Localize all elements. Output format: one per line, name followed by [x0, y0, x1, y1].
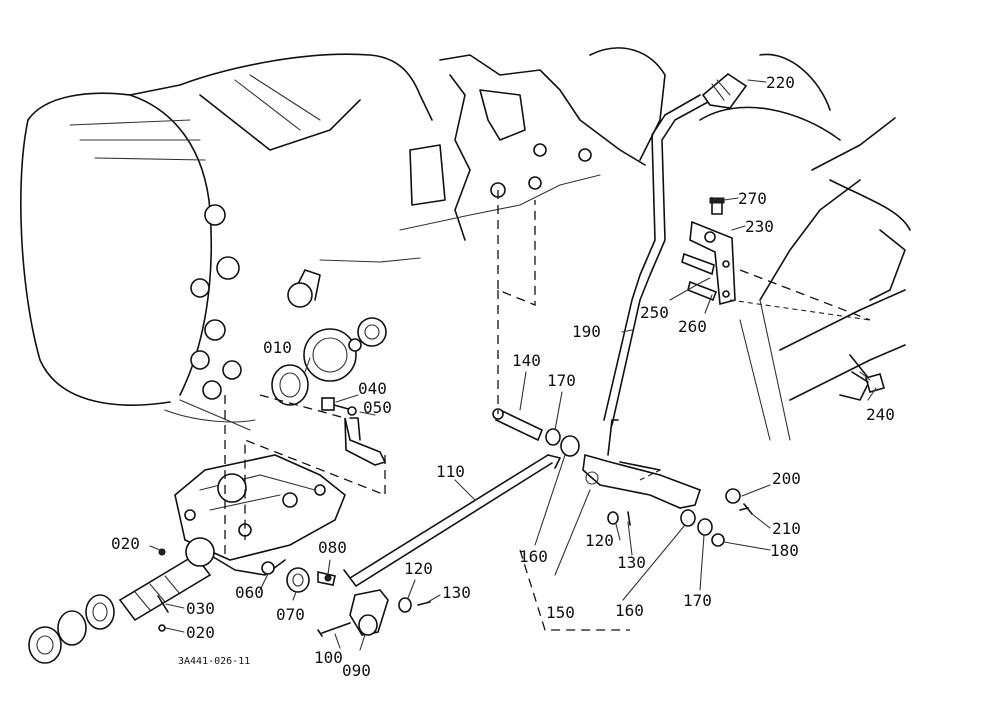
- label-050: 050: [363, 398, 392, 417]
- label-180: 180: [770, 541, 799, 560]
- label-130-left: 130: [442, 583, 471, 602]
- label-160-upper: 160: [519, 547, 548, 566]
- shaft: [118, 553, 212, 622]
- gear-assembly: [271, 269, 387, 406]
- label-020-lower: 020: [186, 623, 215, 642]
- bracket-230: [689, 220, 736, 306]
- label-130-middle: 130: [617, 553, 646, 572]
- label-020-upper: 020: [111, 534, 140, 553]
- label-170-lower: 170: [683, 591, 712, 610]
- ball-020-lower: [158, 624, 166, 632]
- label-140: 140: [512, 351, 541, 370]
- label-150: 150: [546, 603, 575, 622]
- washer-170-lower: [697, 518, 713, 536]
- label-040: 040: [358, 379, 387, 398]
- right-frame: [739, 117, 911, 441]
- nut-180: [711, 533, 725, 547]
- ball-020-upper: [158, 548, 166, 556]
- output-shaft-stack: [28, 537, 215, 664]
- label-260: 260: [678, 317, 707, 336]
- label-060: 060: [235, 583, 264, 602]
- label-210: 210: [772, 519, 801, 538]
- pin-040: [321, 397, 335, 411]
- o-ring-060: [261, 561, 275, 575]
- label-030: 030: [186, 599, 215, 618]
- spring-030: [157, 595, 169, 613]
- shift-arm-150: [582, 419, 702, 509]
- label-070: 070: [276, 605, 305, 624]
- label-100: 100: [314, 648, 343, 667]
- plate-260: [687, 280, 718, 302]
- clip-parts-left: [398, 597, 431, 613]
- lever-050: [344, 417, 387, 466]
- label-080: 080: [318, 538, 347, 557]
- transmission-housing: [20, 53, 433, 431]
- bushing-160-lower: [680, 509, 696, 527]
- label-090: 090: [342, 661, 371, 680]
- washer-170-upper: [545, 428, 561, 446]
- bearing: [357, 317, 387, 347]
- leader-lines: [149, 79, 877, 651]
- label-230: 230: [745, 217, 774, 236]
- label-170-upper: 170: [547, 371, 576, 390]
- part-labels: 220 270 230 250 260 190 240 140 170 010 …: [111, 73, 895, 680]
- bushing-stack-right: [680, 488, 753, 547]
- washer-200: [725, 488, 741, 504]
- label-240: 240: [866, 405, 895, 424]
- gear-case: [174, 454, 346, 576]
- shift-fork-part-010: [271, 364, 309, 406]
- label-010: 010: [263, 338, 292, 357]
- gear-large: [303, 328, 357, 382]
- shift-small-parts: [261, 561, 389, 637]
- figure-code: 3A441-026-11: [178, 656, 250, 667]
- clip-parts-middle: [607, 511, 631, 526]
- plate-250: [681, 252, 715, 276]
- label-200: 200: [772, 469, 801, 488]
- shift-lever-190: [603, 73, 748, 426]
- lever-bracket: [681, 197, 736, 306]
- label-270: 270: [738, 189, 767, 208]
- label-160-lower: 160: [615, 601, 644, 620]
- rod-110: [343, 454, 561, 587]
- label-120-left: 120: [404, 559, 433, 578]
- label-120-middle: 120: [585, 531, 614, 550]
- pin-210: [739, 503, 753, 515]
- label-190: 190: [572, 322, 601, 341]
- pivot-shaft: [492, 408, 580, 457]
- bushing-160-upper: [560, 435, 580, 457]
- assembly-guides: [224, 190, 871, 631]
- washer-070: [286, 567, 310, 593]
- knob-220: [701, 73, 748, 109]
- label-250: 250: [640, 303, 669, 322]
- bolt-240: [851, 371, 885, 393]
- label-110: 110: [436, 462, 465, 481]
- pin-100: [321, 622, 351, 634]
- label-220: 220: [766, 73, 795, 92]
- engine-block: [319, 47, 841, 263]
